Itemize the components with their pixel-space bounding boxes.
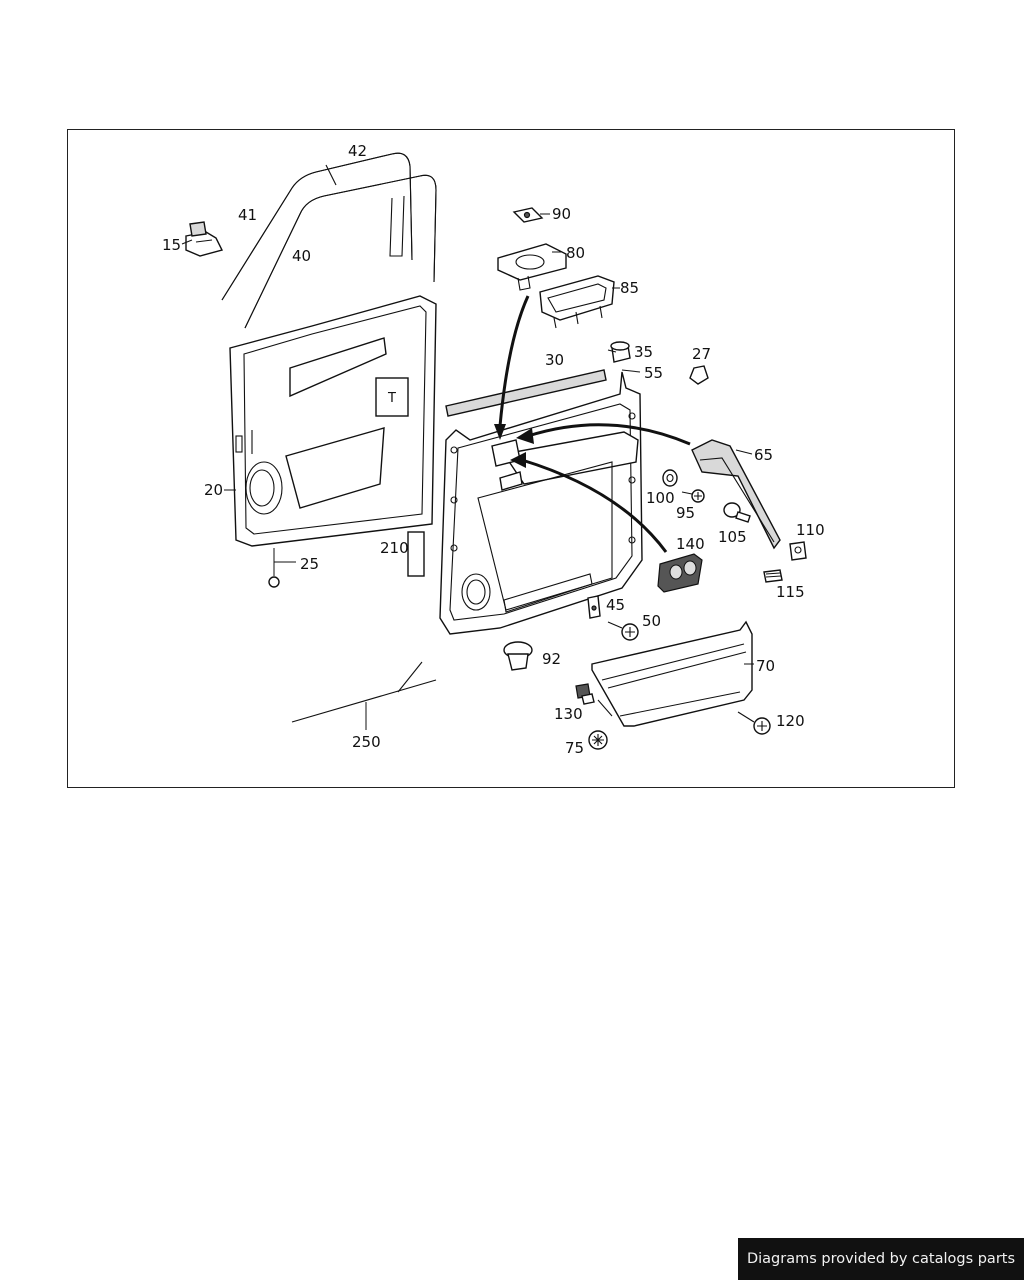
label-105: 105: [718, 528, 747, 546]
part-labels: 42 41 40 15 20 25 210 250 90 80 85 30 35…: [162, 142, 825, 757]
label-27: 27: [692, 345, 711, 363]
cable-250: [291, 661, 437, 730]
pull-handle-65: [691, 439, 781, 550]
label-20: 20: [204, 481, 223, 499]
label-30: 30: [545, 351, 564, 369]
label-80: 80: [566, 244, 585, 262]
clip-130: [575, 683, 595, 705]
strip-30: [445, 369, 607, 417]
leader-lines: [181, 213, 754, 717]
washer-100: [662, 469, 678, 487]
label-115: 115: [776, 583, 805, 601]
grommet-115: [763, 569, 783, 583]
bezel-80: [497, 243, 567, 291]
panel-marker-t: T: [387, 391, 396, 406]
label-41: 41: [238, 206, 257, 224]
nut-110: [789, 541, 807, 561]
label-95: 95: [676, 504, 695, 522]
label-75: 75: [565, 739, 584, 757]
diagram-frame: [67, 129, 955, 788]
label-55: 55: [644, 364, 663, 382]
label-100: 100: [646, 489, 675, 507]
label-210: 210: [380, 539, 409, 557]
label-85: 85: [620, 279, 639, 297]
pad-90: [512, 207, 544, 223]
label-50: 50: [642, 612, 661, 630]
label-110: 110: [796, 521, 825, 539]
pad-210: [407, 531, 425, 577]
label-40: 40: [292, 247, 311, 265]
label-250: 250: [352, 733, 381, 751]
housing-85: [539, 275, 615, 329]
label-45: 45: [606, 596, 625, 614]
door-carrier-panel: [439, 371, 643, 635]
label-120: 120: [776, 712, 805, 730]
door-trim-panel-20: [229, 295, 437, 547]
lower-trim-70: [591, 620, 753, 727]
screw-50: [607, 621, 639, 641]
assembly-arrows: [494, 295, 691, 553]
clip-105: [723, 502, 751, 523]
clip-45: [587, 595, 601, 619]
label-70: 70: [756, 657, 775, 675]
plug-92: [503, 641, 533, 671]
switch-140: [657, 553, 703, 593]
screw-95: [681, 489, 705, 503]
plug-27: [689, 365, 709, 385]
label-15: 15: [162, 236, 181, 254]
window-seal-40-41-42: [221, 152, 437, 329]
label-90: 90: [552, 205, 571, 223]
label-65: 65: [754, 446, 773, 464]
label-42: 42: [348, 142, 367, 160]
label-140: 140: [676, 535, 705, 553]
label-35: 35: [634, 343, 653, 361]
fastener-25: [268, 548, 296, 588]
screw-120: [737, 711, 771, 735]
footer-credit-text: Diagrams provided by catalogs parts: [746, 1251, 1016, 1267]
label-92: 92: [542, 650, 561, 668]
grommet-35: [610, 341, 631, 363]
clip-15: [185, 221, 224, 257]
clip-75: [588, 730, 608, 750]
footer-credit-badge: Diagrams provided by catalogs parts: [738, 1238, 1024, 1280]
label-25: 25: [300, 555, 319, 573]
label-130: 130: [554, 705, 583, 723]
